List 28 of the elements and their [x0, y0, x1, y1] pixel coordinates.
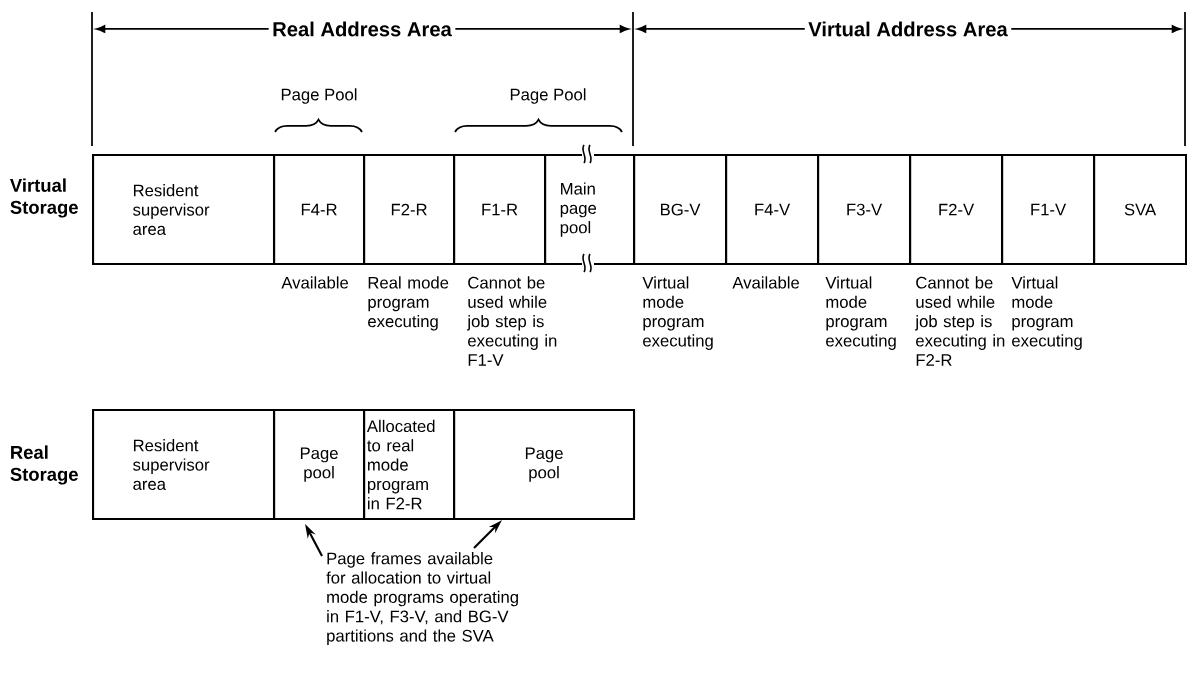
- cell-caption: Virtual mode program executing: [642, 276, 713, 350]
- storage-cell: F2-R: [363, 154, 456, 266]
- cell-caption: Virtual mode program executing: [825, 276, 896, 350]
- storage-cell: Resident supervisor area: [92, 154, 276, 266]
- dimension-label: Real Address Area: [268, 18, 456, 40]
- cell-caption: Available: [732, 276, 800, 289]
- storage-cell: BG-V: [633, 154, 728, 266]
- storage-cell: F4-R: [273, 154, 366, 266]
- storage-cell: Page pool: [453, 409, 636, 521]
- dimension-label: Virtual Address Area: [804, 18, 1012, 40]
- cell-caption: Cannot be used while job step is executing in F2-R: [914, 276, 1005, 366]
- storage-cell: F1-R: [453, 154, 547, 266]
- callout-text: Page frames available for allocation to virtual mode programs operating in F1-V, F3-V, and BG-V partitions and the SVA: [326, 552, 518, 645]
- storage-cell: Main page pool: [544, 154, 636, 266]
- storage-cell: Page pool: [273, 409, 366, 521]
- brace-label: Page Pool: [510, 88, 586, 104]
- storage-cell: F1-V: [1001, 154, 1096, 266]
- storage-cell: SVA: [1093, 154, 1187, 266]
- brace-label: Page Pool: [281, 88, 357, 104]
- storage-cell: F2-V: [909, 154, 1004, 266]
- cell-caption: Real mode program executing: [368, 276, 449, 331]
- cell-caption: Cannot be used while job step is executing in F1-V: [466, 276, 557, 366]
- storage-cell: Allocated to real mode program in F2-R: [363, 409, 456, 521]
- storage-cell: F4-V: [725, 154, 820, 266]
- cell-caption: Available: [281, 276, 349, 289]
- cell-caption: Virtual mode program executing: [1011, 276, 1082, 350]
- storage-cell: Resident supervisor area: [92, 409, 276, 521]
- storage-cell: F3-V: [817, 154, 912, 266]
